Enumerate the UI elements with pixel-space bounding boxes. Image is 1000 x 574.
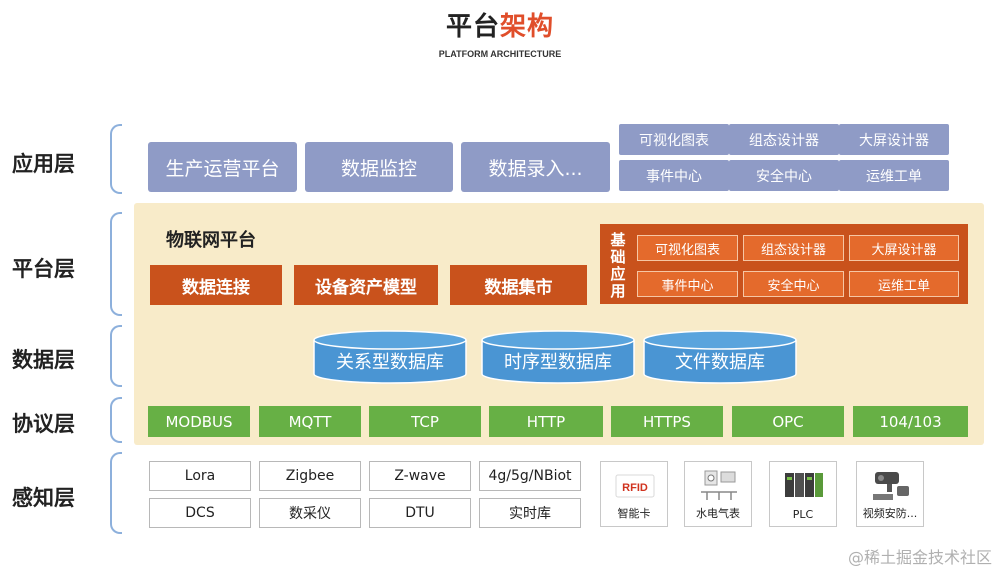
- title-part-2: 架构: [500, 12, 555, 42]
- device-plc: PLC: [769, 461, 837, 527]
- bracket-protocol: [110, 397, 122, 443]
- app-box-monitoring: 数据监控: [305, 142, 453, 192]
- layer-label-platform: 平台层: [12, 257, 75, 281]
- bracket-platform: [110, 212, 122, 316]
- app-box-production: 生产运营平台: [148, 142, 297, 192]
- app-small-security-center: 安全中心: [729, 160, 839, 191]
- device-utility-meter-label: 水电气表: [696, 507, 740, 520]
- iot-platform-title: 物联网平台: [166, 230, 256, 251]
- sense-lora: Lora: [149, 461, 251, 491]
- bracket-application: [110, 124, 122, 194]
- sense-data-collector: 数采仪: [259, 498, 361, 528]
- protocol-http: HTTP: [489, 406, 603, 437]
- sense-cellular: 4g/5g/NBiot: [479, 461, 581, 491]
- layer-label-sensing: 感知层: [12, 486, 75, 510]
- device-utility-meter: 水电气表: [684, 461, 752, 527]
- basic-item-security-center: 安全中心: [743, 271, 844, 297]
- app-small-ops-ticket: 运维工单: [839, 160, 949, 191]
- bracket-sensing: [110, 452, 122, 534]
- camera-icon: [873, 472, 909, 500]
- app-small-config-designer: 组态设计器: [729, 124, 839, 155]
- app-small-event-center: 事件中心: [619, 160, 729, 191]
- rfid-icon: RFID: [615, 474, 655, 498]
- database-relational-label: 关系型数据库: [336, 352, 444, 373]
- basic-item-ops-ticket: 运维工单: [849, 271, 959, 297]
- plc-icon: [785, 473, 823, 497]
- protocol-https: HTTPS: [611, 406, 723, 437]
- layer-label-data: 数据层: [12, 348, 75, 372]
- protocol-modbus: MODBUS: [148, 406, 250, 437]
- layer-label-application: 应用层: [12, 152, 75, 176]
- page-title: 平台架构: [0, 6, 1000, 43]
- database-relational: 关系型数据库: [313, 330, 467, 384]
- meter-icon: [701, 470, 737, 500]
- protocol-mqtt: MQTT: [259, 406, 361, 437]
- watermark: @稀土掘金技术社区: [847, 548, 992, 567]
- app-small-screen-designer: 大屏设计器: [839, 124, 949, 155]
- protocol-104-103: 104/103: [853, 406, 968, 437]
- sense-dtu: DTU: [369, 498, 471, 528]
- app-box-data-entry: 数据录入...: [461, 142, 610, 192]
- sense-zwave: Z-wave: [369, 461, 471, 491]
- sense-realtime-db: 实时库: [479, 498, 581, 528]
- basic-item-visual-charts: 可视化图表: [637, 235, 738, 261]
- basic-item-config-designer: 组态设计器: [743, 235, 844, 261]
- database-file-label: 文件数据库: [675, 352, 765, 373]
- protocol-opc: OPC: [732, 406, 844, 437]
- bracket-data: [110, 325, 122, 387]
- device-video-security-label: 视频安防...: [862, 507, 918, 520]
- app-small-visual-charts: 可视化图表: [619, 124, 729, 155]
- sense-dcs: DCS: [149, 498, 251, 528]
- database-timeseries-label: 时序型数据库: [504, 352, 612, 373]
- device-video-security: 视频安防...: [856, 461, 924, 527]
- layer-label-protocol: 协议层: [12, 412, 75, 436]
- protocol-tcp: TCP: [369, 406, 481, 437]
- basic-item-screen-designer: 大屏设计器: [849, 235, 959, 261]
- sense-zigbee: Zigbee: [259, 461, 361, 491]
- device-smart-card-label: 智能卡: [617, 507, 651, 520]
- database-timeseries: 时序型数据库: [481, 330, 635, 384]
- device-smart-card: RFID 智能卡: [600, 461, 668, 527]
- svg-text:RFID: RFID: [622, 482, 648, 494]
- module-data-connection: 数据连接: [150, 265, 282, 305]
- database-file: 文件数据库: [643, 330, 797, 384]
- module-data-mart: 数据集市: [450, 265, 587, 305]
- module-asset-model: 设备资产模型: [294, 265, 438, 305]
- title-part-1: 平台: [445, 12, 500, 42]
- device-plc-label: PLC: [792, 508, 814, 521]
- page-subtitle: PLATFORM ARCHITECTURE: [438, 49, 562, 59]
- basic-apps-label: 基础应用: [610, 231, 626, 300]
- basic-item-event-center: 事件中心: [637, 271, 738, 297]
